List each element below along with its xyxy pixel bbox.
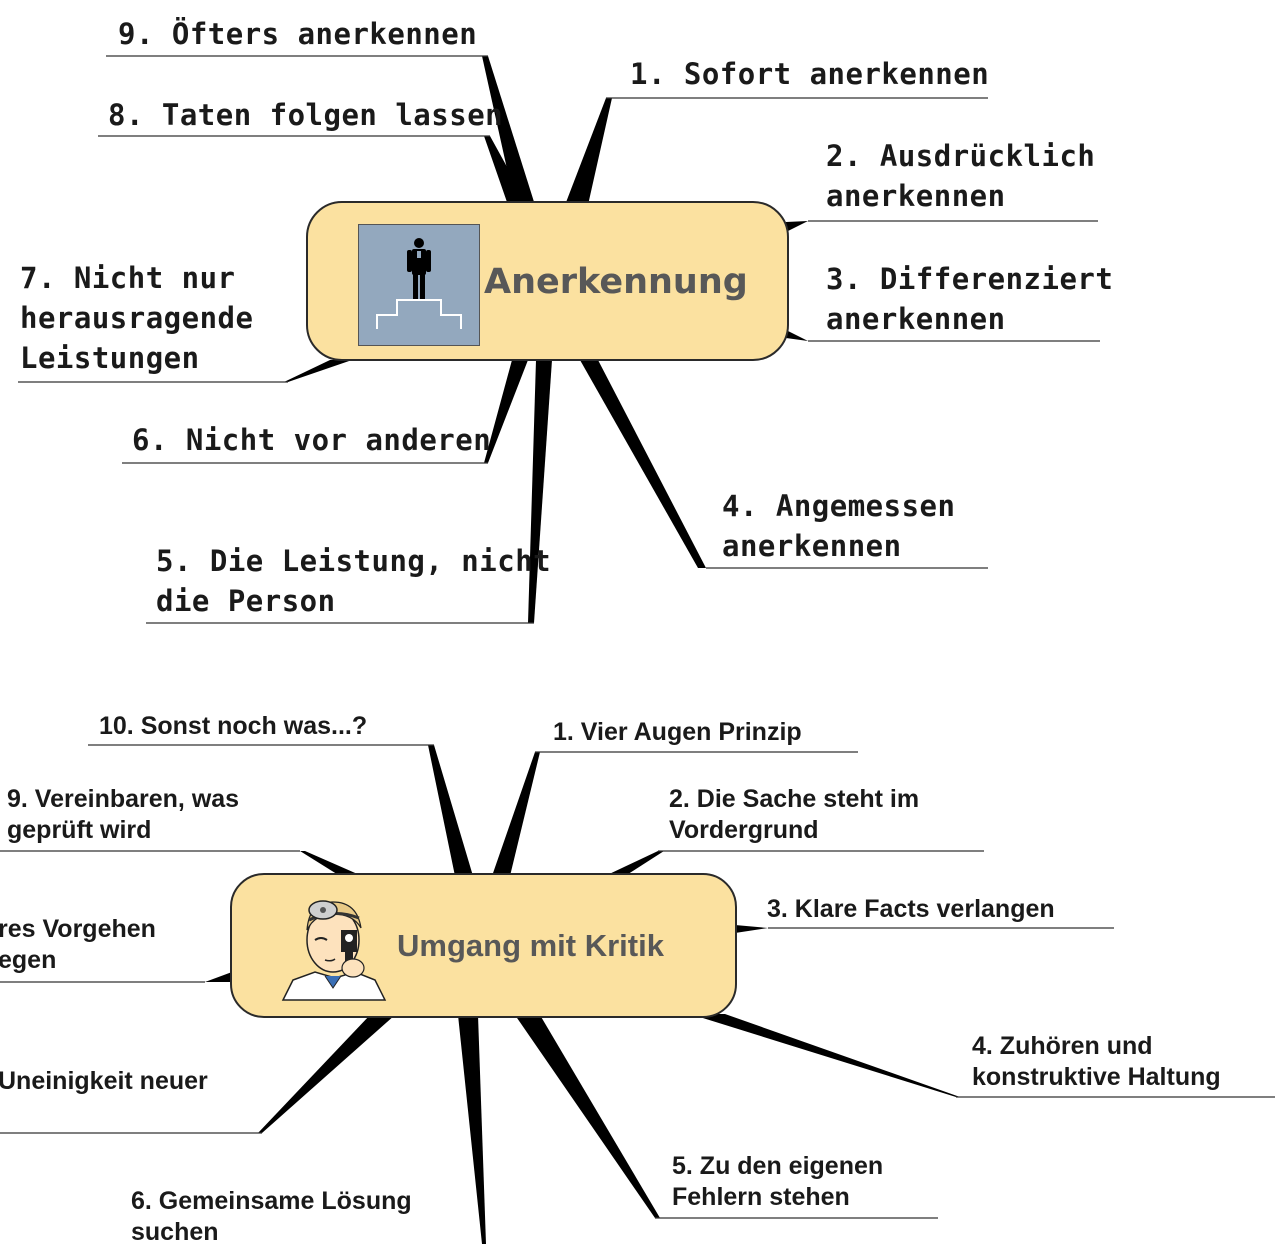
branch-label-leistung-nicht-person[interactable]: 5. Die Leistung, nicht die Person	[156, 544, 552, 618]
branch-label-zuhoeren[interactable]: 4. Zuhören und konstruktive Haltung	[972, 1032, 1221, 1091]
branch-label-sonst-noch[interactable]: 10. Sonst noch was...?	[99, 712, 368, 740]
branch-label-nicht-vor-anderen[interactable]: 6. Nicht vor anderen	[132, 423, 492, 457]
map1-branch-6	[484, 360, 528, 463]
branch-label-uneinigkeit[interactable]: Uneinigkeit neuer	[0, 1067, 208, 1095]
branch-label-vorgehen[interactable]: res Vorgehen egen	[0, 915, 156, 974]
map1-branches	[284, 56, 808, 623]
map2-branch-5	[515, 1015, 660, 1218]
map1-branch-3	[786, 330, 808, 341]
map2-branch-3	[735, 925, 768, 933]
map2-branch-1	[492, 752, 540, 876]
branch-label-vereinbaren[interactable]: 9. Vereinbaren, was geprüft wird	[7, 785, 240, 844]
central-title-anerkennung: Anerkennung	[484, 262, 748, 302]
map2-branch-8	[205, 972, 232, 982]
map2-branch-10	[428, 745, 473, 876]
map1-branch-2	[786, 221, 808, 232]
branch-label-differenziert[interactable]: 3. Differenziert anerkennen	[826, 262, 1114, 336]
branch-label-angemessen[interactable]: 4. Angemessen anerkennen	[722, 489, 956, 563]
map2-underlines	[0, 744, 1275, 1219]
branch-label-gemeinsame-loesung[interactable]: 6. Gemeinsame Lösung suchen	[131, 1187, 412, 1246]
branch-label-nicht-nur-herausragende[interactable]: 7. Nicht nur herausragende Leistungen	[20, 261, 254, 375]
branch-label-vier-augen[interactable]: 1. Vier Augen Prinzip	[553, 718, 802, 746]
map1-branch-5	[528, 360, 552, 623]
branch-label-klare-facts[interactable]: 3. Klare Facts verlangen	[767, 895, 1055, 923]
podium-icon	[358, 224, 480, 346]
map1-branch-7	[284, 360, 352, 382]
map2-branch-2	[605, 851, 664, 876]
branch-label-oefters[interactable]: 9. Öfters anerkennen	[118, 17, 478, 51]
map2-branch-7	[258, 1015, 395, 1133]
branch-label-ausdruecklich[interactable]: 2. Ausdrücklich anerkennen	[826, 139, 1096, 213]
central-title-umgang-mit-kritik: Umgang mit Kritik	[397, 928, 664, 963]
branch-label-eigene-fehler[interactable]: 5. Zu den eigenen Fehlern stehen	[672, 1152, 884, 1211]
map1-branch-1	[565, 98, 612, 205]
map2-branch-6	[458, 1015, 486, 1244]
branch-label-taten-folgen[interactable]: 8. Taten folgen lassen	[108, 98, 504, 132]
branch-label-sache-vordergrund[interactable]: 2. Die Sache steht im Vordergrund	[669, 785, 920, 844]
map2-branches	[205, 745, 960, 1244]
branch-label-sofort[interactable]: 1. Sofort anerkennen	[630, 57, 990, 91]
doctor-examining-icon	[275, 888, 395, 1006]
map2-branch-4	[690, 1014, 960, 1097]
map2-branch-9	[300, 851, 362, 876]
map1-underlines	[18, 55, 1100, 624]
map1-branch-9	[482, 56, 535, 205]
map1-branch-4	[580, 360, 706, 568]
